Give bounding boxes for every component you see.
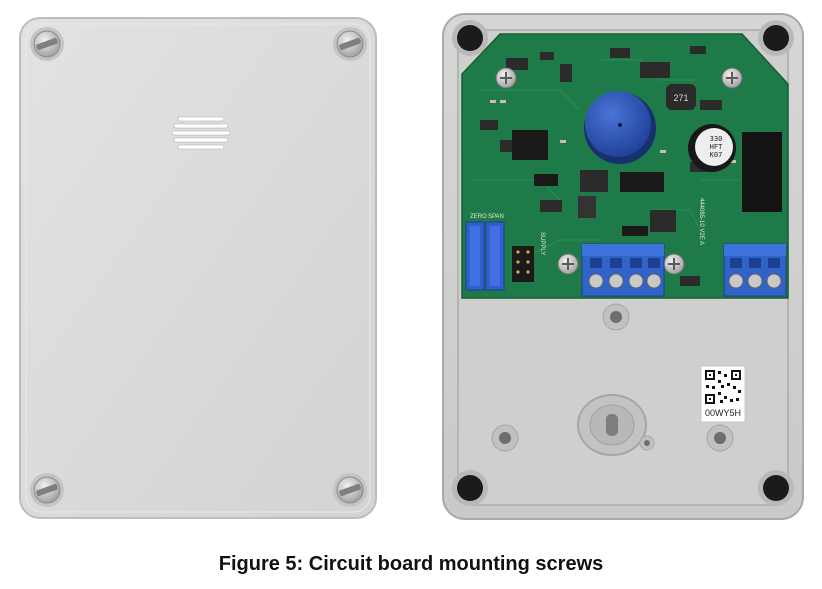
svg-text:K07: K07 [710,151,723,159]
corner-hole-top-right [758,20,794,56]
inductor: 271 [666,84,696,110]
vent-grille-icon [171,116,231,150]
product-photo: 271 330 HFT K07 ZERO SPAN [19,13,804,520]
qr-label: 00WY5H [700,365,746,423]
cable-entry [577,394,647,456]
enclosure-lid [19,17,377,519]
lid-screw-top-left [30,27,64,61]
boss-small [639,435,655,451]
jumper-header [512,246,534,282]
boss-left [491,424,519,452]
boss-right [706,424,734,452]
terminal-block-left [581,243,665,297]
corner-hole-bottom-left [452,470,488,506]
qr-code-text: 00WY5H [705,408,741,418]
boss-top [602,303,630,331]
trimmer-span [485,221,505,291]
terminal-block-right [723,243,787,297]
buzzer [584,91,656,164]
lid-screw-bottom-left [30,473,64,507]
corner-hole-bottom-right [758,470,794,506]
svg-text:SPAN: SPAN [488,214,504,220]
pcb-screw-right-icon [721,67,743,89]
svg-text:HFT: HFT [710,143,723,151]
trimmer-zero [465,221,485,291]
svg-text:SUPPLY: SUPPLY [539,232,545,255]
lid-screw-top-right [333,27,367,61]
figure-caption: Figure 5: Circuit board mounting screws [218,553,604,575]
svg-text:ZERO: ZERO [470,214,487,220]
pcb-screw-mid-right-icon [663,253,685,275]
circuit-board: 271 330 HFT K07 ZERO SPAN [461,33,789,299]
lid-screw-bottom-right [333,473,367,507]
capacitor: 330 HFT K07 [688,124,736,172]
pcb-screw-left-icon [495,67,517,89]
svg-text:444085-10 V2E A: 444085-10 V2E A [698,198,704,245]
corner-hole-top-left [452,20,488,56]
qr-code-icon [705,370,741,404]
relay [742,132,782,212]
svg-text:271: 271 [673,93,688,103]
pcb-screw-mid-left-icon [557,253,579,275]
svg-text:330: 330 [710,135,723,143]
